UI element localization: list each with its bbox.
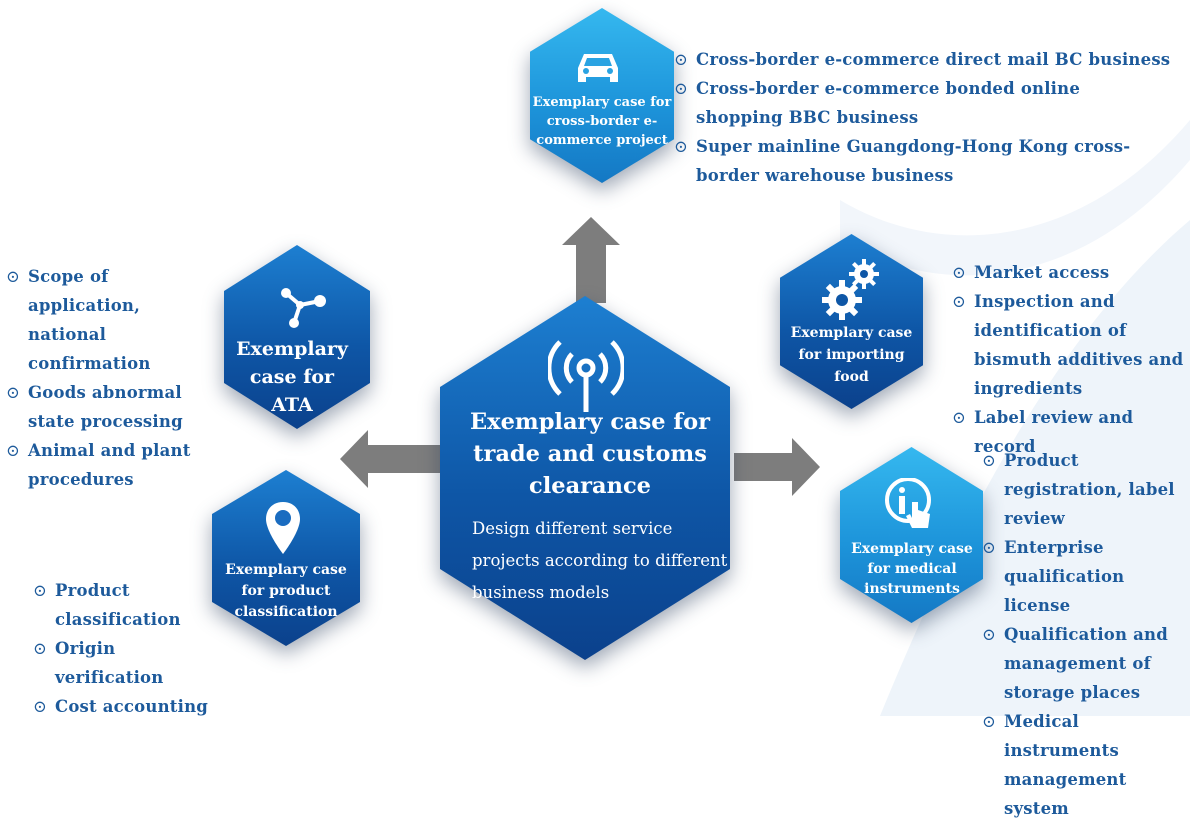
bullet-icon: ⊙ [674, 50, 689, 69]
center-description: Design different service projects accord… [472, 519, 728, 602]
medical-title: Exemplary case for medical instruments [851, 541, 973, 597]
arrow-left [340, 430, 444, 488]
bullet-icon: ⊙ [33, 581, 48, 600]
diagram-stage: Exemplary case for trade and customs cle… [6, 8, 1190, 818]
bullet-icon: ⊙ [674, 137, 689, 156]
list-item: ⊙Inspection and identification of bismut… [952, 287, 1188, 403]
car-icon [578, 54, 618, 82]
food-list: ⊙Market access ⊙Inspection and identific… [952, 258, 1188, 461]
bullet-icon: ⊙ [982, 538, 997, 557]
ecommerce-title: Exemplary case for cross-border e-commer… [532, 95, 672, 148]
bullet-icon: ⊙ [952, 408, 967, 427]
network-nodes-icon [281, 288, 326, 328]
bullet-icon: ⊙ [33, 697, 48, 716]
bullet-icon: ⊙ [952, 263, 967, 282]
arrow-right [734, 438, 820, 496]
classification-list: ⊙Product classification ⊙Origin verifica… [33, 576, 211, 721]
medical-list: ⊙Product registration, label review ⊙Ent… [982, 446, 1188, 823]
ecommerce-list: ⊙Cross-border e-commerce direct mail BC … [674, 45, 1174, 190]
classification-hexagon-shadow [212, 470, 360, 646]
center-hexagon-shadow [440, 296, 730, 660]
location-pin-icon [266, 502, 300, 554]
list-item: ⊙Cross-border e-commerce direct mail BC … [674, 45, 1174, 74]
bullet-icon: ⊙ [982, 712, 997, 731]
bullet-icon: ⊙ [674, 79, 689, 98]
ecommerce-hexagon [530, 8, 674, 183]
list-item: ⊙Super mainline Guangdong-Hong Kong cros… [674, 132, 1174, 190]
gears-icon [822, 259, 879, 320]
list-item: ⊙Qualification and management of storage… [982, 620, 1188, 707]
list-item: ⊙Cost accounting [33, 692, 211, 721]
list-item: ⊙Market access [952, 258, 1188, 287]
bullet-icon: ⊙ [6, 441, 21, 460]
center-title: Exemplary case for trade and customs cle… [470, 409, 710, 499]
ata-list: ⊙Scope of application, national confirma… [6, 262, 224, 494]
list-item: ⊙Medical instruments management system [982, 707, 1188, 823]
bullet-icon: ⊙ [952, 292, 967, 311]
bullet-icon: ⊙ [982, 625, 997, 644]
food-title: Exemplary case for importing food [790, 325, 913, 385]
food-hexagon-shadow [780, 234, 923, 409]
classification-title: Exemplary case for product classificatio… [225, 562, 347, 620]
ata-hexagon-shadow [224, 245, 370, 429]
list-item: ⊙Animal and plant procedures [6, 436, 224, 494]
list-item: ⊙Label review and record [952, 403, 1188, 461]
ecommerce-hexagon-shadow [530, 8, 674, 183]
list-item: ⊙Origin verification [33, 634, 211, 692]
list-item: ⊙Enterprise qualification license [982, 533, 1188, 620]
list-item: ⊙Product classification [33, 576, 211, 634]
bullet-icon: ⊙ [982, 451, 997, 470]
medical-hexagon-shadow [840, 447, 983, 623]
antenna-signal-icon [548, 340, 624, 412]
list-item: ⊙Goods abnormal state processing [6, 378, 224, 436]
list-item: ⊙Scope of application, national confirma… [6, 262, 224, 378]
bullet-icon: ⊙ [6, 267, 21, 286]
info-touch-icon [885, 478, 931, 528]
bullet-icon: ⊙ [6, 383, 21, 402]
arrow-up [562, 217, 620, 303]
list-item: ⊙Product registration, label review [982, 446, 1188, 533]
list-item: ⊙Cross-border e-commerce bonded online s… [674, 74, 1174, 132]
bullet-icon: ⊙ [33, 639, 48, 658]
ata-title: Exemplary case for ATA [236, 338, 348, 416]
